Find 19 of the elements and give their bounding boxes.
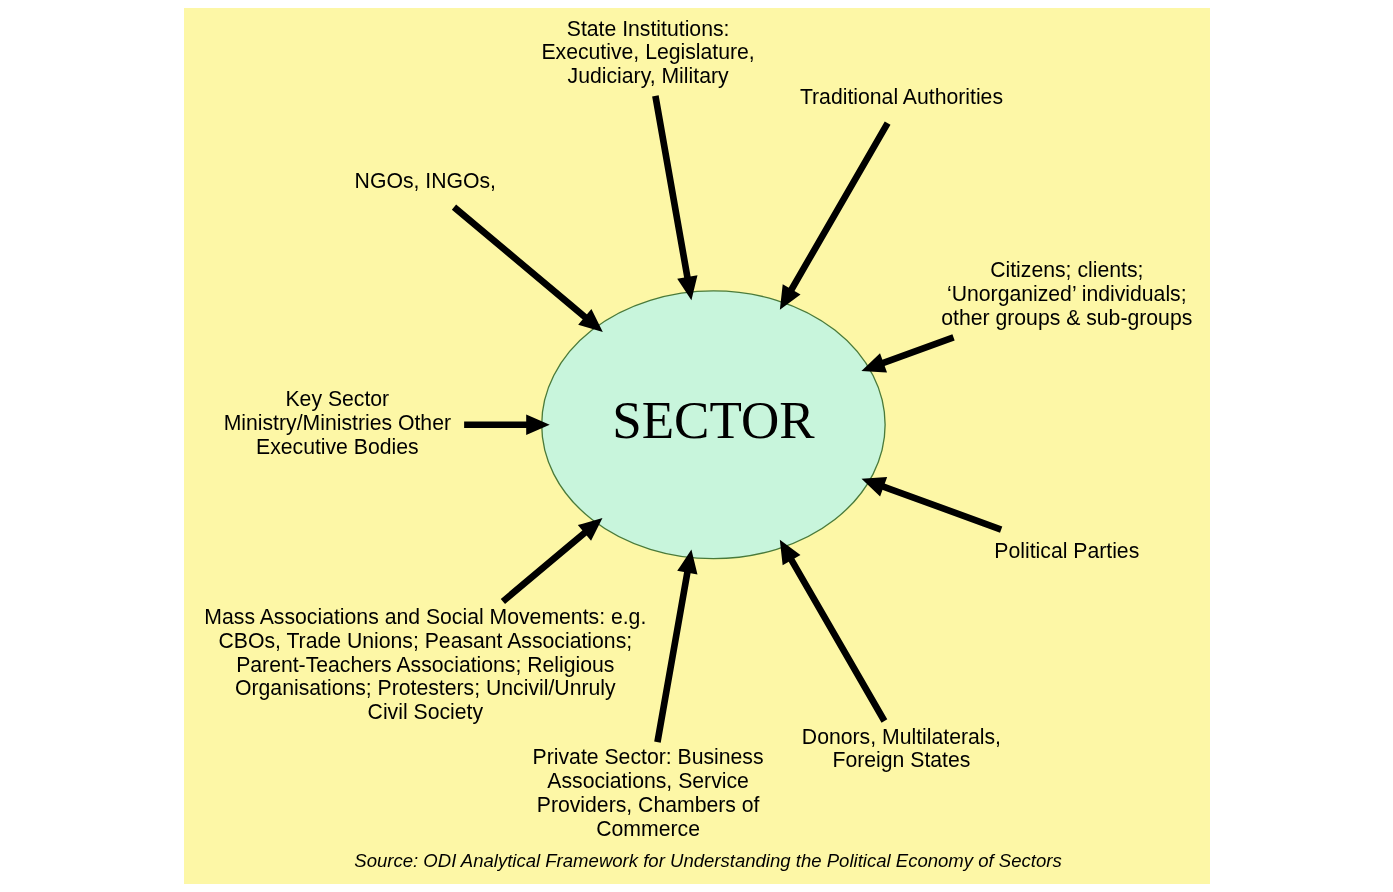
arrow bbox=[500, 517, 602, 604]
node-text: Key Sector Ministry/Ministries Other Executive Bodies bbox=[223, 386, 451, 458]
arrow bbox=[463, 414, 550, 436]
arrow bbox=[779, 539, 887, 723]
arrow bbox=[653, 549, 697, 743]
node-text: Donors, Multilaterals, Foreign States bbox=[801, 724, 1001, 772]
node-text: Private Sector: Business Associations, Service Providers, Chambers of Commerce bbox=[532, 745, 764, 840]
node-text: Traditional Authorities bbox=[799, 85, 1003, 109]
arrow bbox=[860, 334, 955, 373]
node-text: NGOs, INGOs, bbox=[354, 169, 496, 193]
node-text: State Institutions: Executive, Legislature, Judiciary, Military bbox=[540, 16, 755, 88]
arrow bbox=[451, 204, 603, 332]
caption: Source: ODI Analytical Framework for Understanding the Political Economy of Sectors bbox=[353, 850, 1062, 872]
node-text: Citizens; clients; ‘Unorganized’ individuals; other groups & sub-groups bbox=[940, 258, 1192, 330]
node-text: Mass Associations and Social Movements: e.g. CBOs, Trade Unions; Peasant Associations; Parent-Teachers Associations; Religious Organisations; Protesters; Uncivil/Unruly Civil Society bbox=[203, 604, 646, 724]
arrow bbox=[779, 121, 890, 310]
node-text: Political Parties bbox=[993, 539, 1139, 563]
arrow bbox=[651, 95, 697, 301]
arrow bbox=[861, 477, 1002, 533]
